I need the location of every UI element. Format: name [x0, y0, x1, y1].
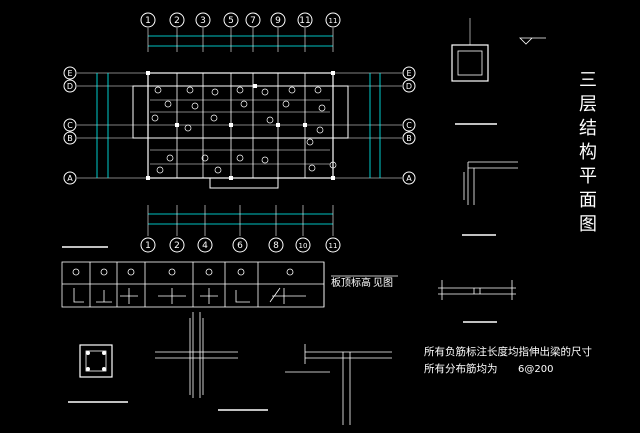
- note-negative-rebar: 所有负筋标注长度均指伸出梁的尺寸: [424, 345, 592, 358]
- axis-label-top: 5: [228, 16, 234, 26]
- axis-bubble-top-2: [169, 12, 185, 28]
- axis-label-right: D: [406, 82, 412, 91]
- drawing-title-char: 图: [579, 214, 597, 235]
- axis-bubble-top-11: [297, 12, 313, 28]
- axis-bubble-top-5: [223, 12, 239, 28]
- column-section-detail: [79, 344, 113, 378]
- right-axis-bubbles: [402, 66, 416, 185]
- drawing-title-char: 层: [579, 94, 597, 115]
- axis-label-bottom: 4: [202, 241, 208, 251]
- axis-label-bottom: 11: [329, 242, 338, 250]
- axis-label-right: A: [406, 174, 412, 183]
- note-distribution-rebar: 所有分布筋均为: [424, 362, 498, 375]
- axis-label-right: E: [406, 69, 411, 78]
- axis-label-top: 1: [145, 16, 151, 26]
- axis-bubble-top-7: [245, 12, 261, 28]
- axis-label-top: 9: [275, 16, 281, 26]
- axis-label-left: D: [67, 82, 73, 91]
- t-joint-detail: [285, 344, 392, 425]
- axis-label-top: 2: [174, 16, 180, 26]
- axis-label-right: C: [406, 121, 412, 130]
- top-axis-bubbles: [140, 12, 341, 28]
- axis-bubble-top-1: [140, 12, 156, 28]
- beam-detail: [438, 280, 516, 300]
- drawing-title-char: 平: [579, 166, 597, 187]
- column-section-detail-right: [451, 18, 489, 82]
- cross-joint-detail: [155, 312, 238, 398]
- rebar-mark-circles: [151, 86, 337, 174]
- axis-label-top: 7: [250, 16, 256, 26]
- drawing-title-char: 结: [579, 118, 597, 139]
- axis-label-top: 11: [299, 16, 310, 26]
- axis-label-left: A: [67, 174, 73, 183]
- axis-label-top: 11: [329, 17, 338, 25]
- slab-elevation-value: 见图: [373, 277, 393, 289]
- joint-detail-table: [61, 261, 325, 308]
- axis-bubble-top-3: [195, 12, 211, 28]
- axis-label-right: B: [406, 134, 412, 143]
- note-distribution-value: 6@200: [518, 364, 553, 375]
- axis-bubble-top-9: [270, 12, 286, 28]
- axis-label-left: C: [67, 121, 73, 130]
- section-arrow-icon: [519, 37, 546, 45]
- axis-label-bottom: 8: [273, 241, 279, 251]
- side-dimension-lines: [96, 73, 381, 178]
- axis-label-top: 3: [200, 16, 206, 26]
- column-marks: [146, 71, 335, 180]
- axis-label-left: E: [67, 69, 72, 78]
- axis-label-bottom: 6: [237, 241, 243, 251]
- axis-label-left: B: [67, 134, 73, 143]
- left-axis-bubbles: [63, 66, 77, 185]
- axis-label-bottom: 2: [174, 241, 180, 251]
- axis-label-bottom: 10: [299, 242, 308, 250]
- drawing-title-char: 面: [579, 190, 597, 211]
- drawing-title-char: 构: [579, 142, 597, 163]
- top-dimension-lines: [148, 35, 333, 47]
- floor-plan: [132, 72, 349, 189]
- horizontal-axis-lines: [77, 72, 402, 179]
- axis-label-bottom: 1: [145, 241, 151, 251]
- drawing-title-char: 三: [579, 70, 597, 91]
- bottom-dimension-lines: [148, 213, 333, 225]
- axis-bubble-top-11b: [325, 12, 341, 28]
- slab-elevation-label: 板顶标高: [331, 276, 371, 289]
- l-joint-detail: [463, 161, 518, 205]
- joint-table-marks: [72, 268, 306, 304]
- bottom-axis-bubbles: [140, 237, 341, 253]
